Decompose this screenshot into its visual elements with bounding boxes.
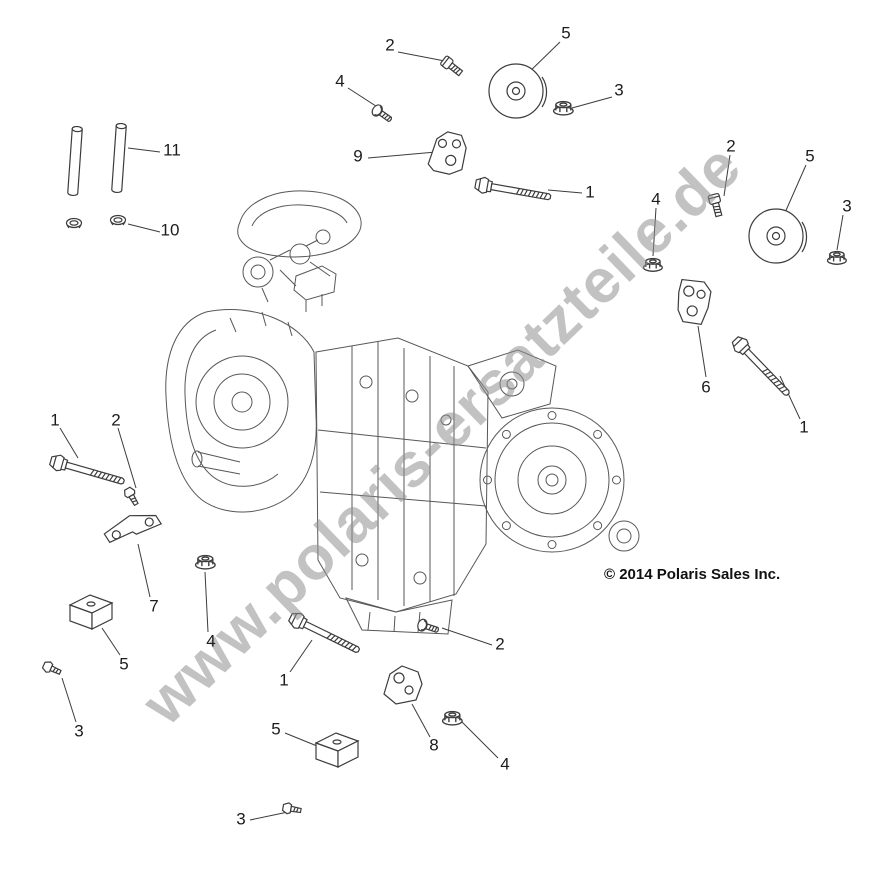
callout-label-8: 8 <box>429 735 439 755</box>
callout-label-3: 3 <box>614 80 624 100</box>
callout-label-5: 5 <box>119 654 129 674</box>
callout-label-2: 2 <box>111 410 121 430</box>
callout-label-5: 5 <box>561 23 571 43</box>
callout-label-4: 4 <box>651 189 661 209</box>
callout-label-3: 3 <box>74 721 84 741</box>
callout-label-1: 1 <box>279 670 289 690</box>
callout-label-11: 11 <box>163 140 181 160</box>
callout-label-4: 4 <box>335 71 345 91</box>
leader-lines <box>59 41 844 821</box>
callout-label-3: 3 <box>842 196 852 216</box>
callout-label-5: 5 <box>805 146 815 166</box>
callout-label-5: 5 <box>271 719 281 739</box>
callout-label-3: 3 <box>236 809 246 829</box>
callout-label-9: 9 <box>353 146 363 166</box>
engine-assembly-art <box>165 190 640 635</box>
callout-label-10: 10 <box>160 220 180 240</box>
callout-label-4: 4 <box>206 631 216 651</box>
callout-label-1: 1 <box>585 182 595 202</box>
callout-label-1: 1 <box>50 410 60 430</box>
callout-label-1: 1 <box>799 417 809 437</box>
callout-label-4: 4 <box>500 754 510 774</box>
callout-label-2: 2 <box>726 136 736 156</box>
callout-label-7: 7 <box>149 596 159 616</box>
copyright-text: © 2014 Polaris Sales Inc. <box>604 566 781 583</box>
callout-label-2: 2 <box>495 634 505 654</box>
callout-label-6: 6 <box>701 377 711 397</box>
callout-label-2: 2 <box>385 35 395 55</box>
